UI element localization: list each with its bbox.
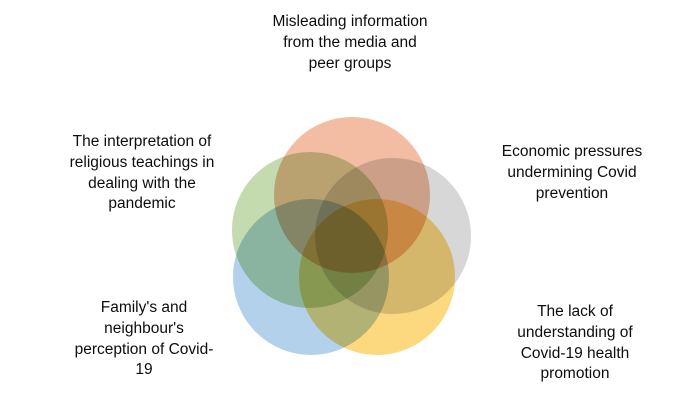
venn-label-economic-pressures: Economic pressures undermining Covid pre… <box>501 143 643 202</box>
venn-label-lack-of-understanding: The lack of understanding of Covid-19 he… <box>517 303 633 383</box>
venn-label-religious-teachings: The interpretation of religious teaching… <box>69 133 215 213</box>
venn-label-misleading-information: Misleading information from the media an… <box>272 13 428 72</box>
venn-circle-family-neighbour-perception <box>231 197 391 357</box>
venn-label-family-neighbour-perception: Family's and neighbour's perception of C… <box>74 299 214 379</box>
